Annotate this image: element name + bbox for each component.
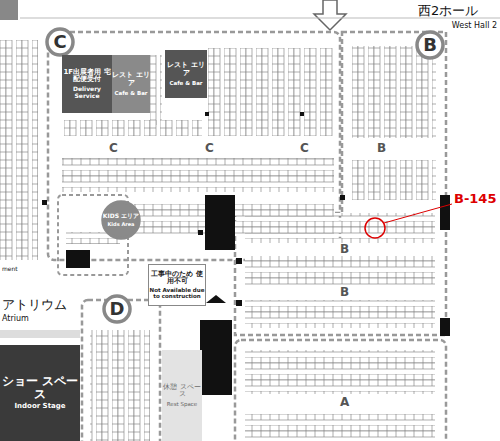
pillar — [42, 112, 450, 395]
leader-line — [384, 204, 452, 223]
badge-ring — [47, 29, 73, 55]
notice-box: 工事中のため 使用不可 Not Available due to construc… — [148, 264, 206, 306]
text-holder: 1F出展者用 宅配便受付 Delivery Service — [62, 69, 112, 100]
area-name: アトリウム — [2, 298, 67, 312]
atrium-floor — [0, 330, 80, 338]
node-subtitle: Indoor Stage — [15, 403, 66, 411]
text-holder: レスト エリア Cafe & Bar — [165, 62, 207, 85]
node-title: レスト エリア — [112, 72, 150, 87]
booth-callout: B-145 — [454, 192, 496, 206]
node-title: B — [423, 35, 437, 55]
node-title: 1F出展者用 宅配便受付 — [62, 69, 112, 84]
text-holder: C — [53, 32, 66, 52]
node-subtitle: Cafe & Bar — [114, 90, 147, 96]
text-holder: B — [423, 35, 437, 55]
stage-box: ショー スペース Indoor Stage — [0, 345, 80, 441]
area-name-en: Atrium — [2, 315, 29, 324]
zone-letter: A — [338, 396, 351, 409]
zone-letter: C — [203, 142, 216, 155]
text-holder: レスト エリア Cafe & Bar — [112, 72, 150, 95]
text-holder: ショー スペース Indoor Stage — [0, 375, 80, 411]
zone-outline — [235, 340, 446, 441]
zone-letter: B — [338, 286, 351, 299]
node-title: C — [53, 32, 66, 52]
zone-letter: C — [107, 142, 120, 155]
rest-area-box: レスト エリア Cafe & Bar — [165, 50, 207, 98]
text-holder: 工事中のため 使用不可 Not Available due to construc… — [149, 271, 205, 299]
zone-badge: C — [45, 27, 75, 57]
text-holder: KIDS エリア Kids Area — [103, 213, 139, 227]
stair-arrow — [206, 295, 226, 303]
node-subtitle: Rest Space — [167, 401, 198, 407]
node-subtitle: Delivery Service — [62, 86, 112, 99]
rest-area-box: レスト エリア Cafe & Bar — [112, 55, 150, 113]
zone-letter: C — [298, 142, 311, 155]
cut-label: ment — [2, 266, 18, 273]
badge-ring — [417, 32, 443, 58]
booth-highlight — [365, 218, 385, 238]
node-title: 工事中のため 使用不可 — [149, 271, 205, 285]
node-subtitle: Cafe & Bar — [169, 80, 202, 86]
node-subtitle: Kids Area — [108, 222, 135, 228]
node-title: D — [110, 299, 125, 319]
node-title: KIDS エリア — [103, 213, 139, 220]
hall-name-en: West Hall 2 — [452, 22, 497, 31]
hall-name: 西2ホール — [418, 4, 478, 18]
kids-badge: KIDS エリア Kids Area — [101, 200, 141, 240]
zone-badge: D — [102, 294, 132, 324]
service-box: 1F出展者用 宅配便受付 Delivery Service — [62, 55, 112, 113]
text-holder: 休憩 スペース Rest Space — [162, 384, 202, 407]
booth-grid — [0, 40, 436, 441]
zone-letter: B — [375, 142, 388, 155]
zone-letter: B — [338, 243, 351, 256]
node-subtitle: Not Available due to construction — [149, 287, 205, 299]
wall-block — [0, 0, 18, 20]
entrance-arrow — [314, 0, 346, 30]
badge-shape — [101, 200, 141, 240]
node-title: ショー スペース — [0, 375, 80, 401]
text-holder: D — [110, 299, 125, 319]
node-title: レスト エリア — [165, 62, 207, 77]
badge-ring — [103, 202, 139, 238]
badge-ring — [104, 296, 130, 322]
zone-badge: B — [415, 30, 445, 60]
rest-space-box: 休憩 スペース Rest Space — [162, 350, 202, 441]
node-title: 休憩 スペース — [162, 384, 202, 399]
